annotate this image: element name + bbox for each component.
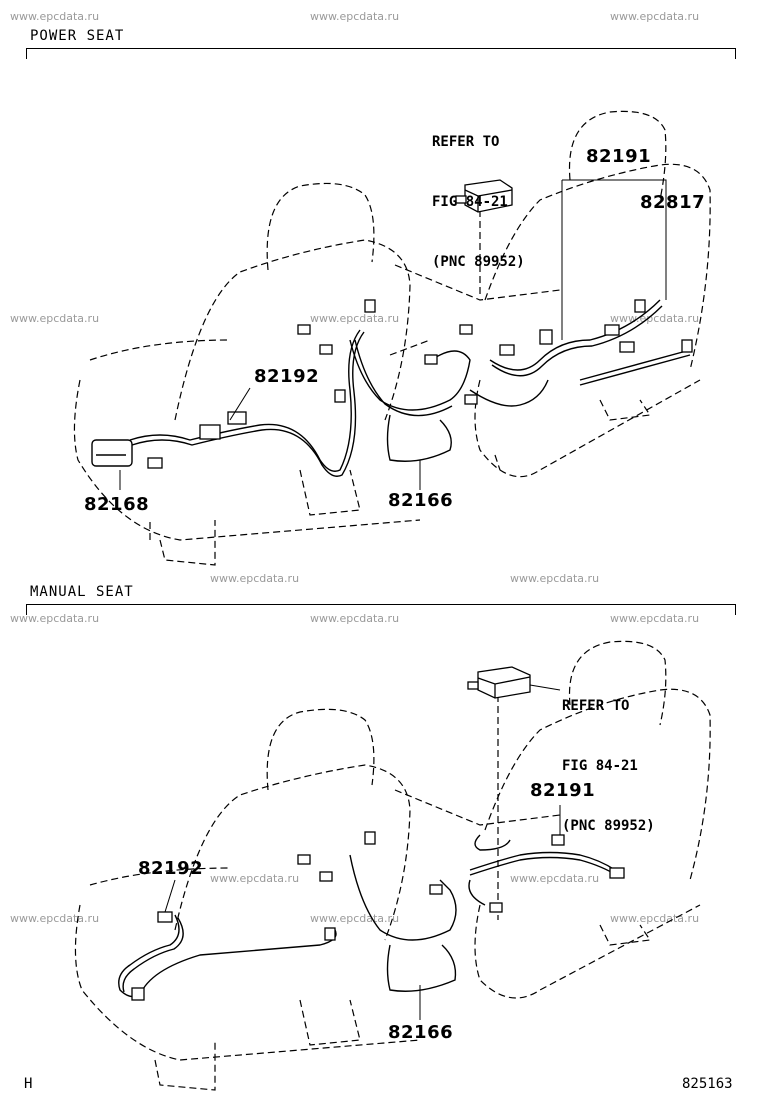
harness-82166-power xyxy=(349,339,471,411)
manual-seat-bracket xyxy=(26,604,736,615)
connector xyxy=(681,339,693,353)
part-number[interactable]: 82191 xyxy=(586,146,652,167)
connector xyxy=(319,344,333,355)
refer-note-manual: REFER TO FIG 84-21 (PNC 89952) xyxy=(562,698,655,834)
part-number[interactable]: 82192 xyxy=(138,858,204,879)
ecu-box-power xyxy=(464,179,513,213)
connector xyxy=(429,884,443,895)
right-seatback-outline xyxy=(484,163,711,371)
figure-number: 825163 xyxy=(682,1076,733,1092)
watermark: www.epcdata.ru xyxy=(310,612,400,625)
connector xyxy=(619,341,635,353)
connector xyxy=(147,457,163,469)
watermark: www.epcdata.ru xyxy=(10,10,100,23)
connector xyxy=(464,394,478,405)
watermark: www.epcdata.ru xyxy=(310,10,400,23)
harness-82817 xyxy=(579,345,691,381)
manual-seat-title: MANUAL SEAT xyxy=(30,584,134,600)
connector xyxy=(297,854,311,865)
connector xyxy=(319,871,333,882)
part-number[interactable]: 82166 xyxy=(388,490,454,511)
connector xyxy=(334,389,346,403)
connector xyxy=(157,911,173,923)
watermark: www.epcdata.ru xyxy=(510,572,600,585)
watermark: www.epcdata.ru xyxy=(210,872,300,885)
connector xyxy=(551,834,565,846)
connector xyxy=(131,987,145,1001)
connector xyxy=(634,299,646,313)
power-seat-bracket xyxy=(26,48,736,59)
refer-note-power: REFER TO FIG 84-21 (PNC 89952) xyxy=(432,134,525,270)
connector xyxy=(227,411,247,425)
watermark: www.epcdata.ru xyxy=(610,612,700,625)
connector xyxy=(499,344,515,356)
watermark: www.epcdata.ru xyxy=(10,312,100,325)
watermark: www.epcdata.ru xyxy=(310,312,400,325)
connector xyxy=(324,927,336,941)
connector xyxy=(539,329,553,345)
connector xyxy=(424,354,438,365)
connector xyxy=(609,867,625,879)
connector xyxy=(364,831,376,845)
part-number[interactable]: 82192 xyxy=(254,366,320,387)
connector xyxy=(199,424,221,440)
connector xyxy=(297,324,311,335)
harness-82166-manual xyxy=(349,854,457,941)
watermark: www.epcdata.ru xyxy=(210,572,300,585)
left-cushion-outline xyxy=(73,339,421,541)
part-number[interactable]: 82168 xyxy=(84,494,150,515)
part-number[interactable]: 82166 xyxy=(388,1022,454,1043)
connector xyxy=(489,902,503,913)
part-number[interactable]: 82817 xyxy=(640,192,706,213)
left-seatback-outline xyxy=(174,239,411,421)
right-cushion-outline xyxy=(474,379,701,478)
left-headrest-outline xyxy=(266,182,375,271)
connector xyxy=(604,324,620,336)
harness-82191-manual xyxy=(469,851,616,871)
right-headrest-outline xyxy=(568,110,667,201)
power-seat-title: POWER SEAT xyxy=(30,28,125,44)
power-seat-switch-82168 xyxy=(91,439,133,467)
connector xyxy=(459,324,473,335)
watermark: www.epcdata.ru xyxy=(10,612,100,625)
part-number[interactable]: 82191 xyxy=(530,780,596,801)
connector xyxy=(364,299,376,313)
watermark: www.epcdata.ru xyxy=(610,10,700,23)
watermark: www.epcdata.ru xyxy=(510,872,600,885)
footer-left-code: H xyxy=(24,1076,33,1092)
watermark: www.epcdata.ru xyxy=(610,912,700,925)
harness-82191-power xyxy=(489,299,661,371)
harness-82192-manual xyxy=(118,914,337,998)
watermark: www.epcdata.ru xyxy=(310,912,400,925)
